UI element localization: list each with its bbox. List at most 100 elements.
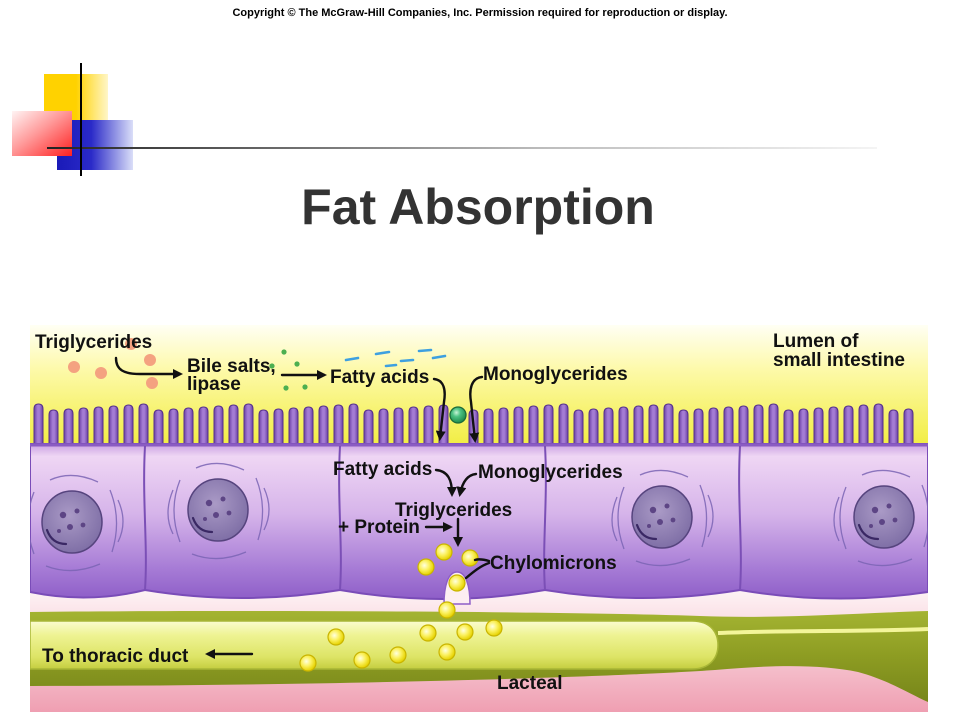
bile-salt-particles <box>269 349 308 391</box>
microvillus <box>768 403 779 453</box>
label-monoglycerides-lumen: Monoglycerides <box>483 364 628 385</box>
copyright-notice: Copyright © The McGraw-Hill Companies, I… <box>232 7 727 19</box>
microvillus <box>423 405 434 453</box>
triglyceride-droplets <box>68 338 158 389</box>
decor-horizontal-line <box>47 147 877 149</box>
lacteal-lumen <box>30 620 719 670</box>
cell-boundary <box>738 445 742 591</box>
chylomicron <box>485 619 503 637</box>
chylomicron <box>461 549 479 567</box>
bile-salt-particle <box>269 363 275 369</box>
microvillus <box>198 406 209 453</box>
microvillus <box>48 409 59 453</box>
chylomicron <box>299 654 317 672</box>
chylomicron <box>435 543 453 561</box>
microvillus <box>498 407 509 453</box>
microvillus <box>618 406 629 453</box>
arrow-fatty-acids-to-triglycerides <box>434 468 457 497</box>
microvillus <box>333 404 344 453</box>
microvillus <box>483 408 494 453</box>
label-fatty-acids-lumen: Fatty acids <box>330 367 429 388</box>
microvillus <box>93 406 104 453</box>
process-arrows <box>114 356 491 659</box>
chylomicron <box>438 601 456 619</box>
microvillus <box>873 403 884 453</box>
microvillus <box>678 409 689 453</box>
label-triglycerides-cell: Triglycerides <box>395 500 512 521</box>
microvillus <box>273 408 284 453</box>
arrow-monoglycerides-to-triglycerides <box>456 472 478 497</box>
chylomicrons <box>299 543 503 672</box>
microvillus <box>648 404 659 453</box>
microvillus <box>558 403 569 453</box>
microvillus <box>813 407 824 453</box>
label-monoglycerides-cell: Monoglycerides <box>478 462 623 483</box>
microvillus <box>828 406 839 453</box>
chylomicron-pointer <box>473 558 491 563</box>
chylomicron <box>419 624 437 642</box>
microvillus <box>843 405 854 453</box>
fatty-acid-molecule <box>399 358 415 363</box>
microvillus <box>393 407 404 453</box>
label-protein: + Protein <box>338 517 420 538</box>
microvillus <box>138 403 149 453</box>
cell-boundary <box>543 445 547 591</box>
microvillus <box>63 408 74 453</box>
bile-salt-particle <box>281 349 287 355</box>
label-chylomicrons: Chylomicrons <box>490 553 617 574</box>
bile-salt-particle <box>302 384 308 390</box>
chylomicron <box>353 651 371 669</box>
microvillus <box>543 404 554 453</box>
microvillus <box>903 408 914 453</box>
microvillus <box>858 404 869 453</box>
microvillus <box>693 408 704 453</box>
chylomicron <box>417 558 435 576</box>
triglyceride-droplet <box>95 367 107 379</box>
chylomicron-pointer <box>464 561 491 580</box>
bile-salt-particle <box>294 361 300 367</box>
microvillus <box>753 404 764 453</box>
bile-salt-particle <box>283 385 289 391</box>
label-bile-salts: Bile salts, <box>187 356 276 377</box>
microvillus <box>573 409 584 453</box>
microvillus <box>258 409 269 453</box>
microvillus <box>603 407 614 453</box>
cell-boundary <box>143 445 147 591</box>
microvillus <box>183 407 194 453</box>
microvillus <box>348 403 359 453</box>
triglyceride-droplet <box>146 377 158 389</box>
microvillus <box>663 403 674 453</box>
microvillus <box>588 408 599 453</box>
triglyceride-droplet <box>144 354 156 366</box>
label-fatty-acids-cell: Fatty acids <box>333 459 432 480</box>
microvillus <box>723 406 734 453</box>
microvillus <box>318 405 329 453</box>
microvillus <box>378 408 389 453</box>
label-lumen-line1: Lumen of <box>773 331 859 352</box>
arrow-fatty-acids-into-cell <box>432 377 446 441</box>
fatty-acid-molecules <box>344 348 447 368</box>
microvillus <box>123 404 134 453</box>
microvillus <box>363 409 374 453</box>
chylomicron <box>327 628 345 646</box>
chylomicron <box>448 574 466 592</box>
fatty-acid-molecule <box>344 356 360 362</box>
microvillus <box>303 406 314 453</box>
microvillus <box>153 409 164 453</box>
chylomicron <box>389 646 407 664</box>
triglyceride-droplet <box>68 361 80 373</box>
slide-decoration <box>12 63 877 176</box>
microvillus <box>408 406 419 453</box>
fatty-acid-molecule <box>417 348 433 353</box>
diagram-labels: Triglycerides Lumen of small intestine B… <box>35 331 905 694</box>
microvillus <box>78 407 89 453</box>
microvillus <box>243 403 254 453</box>
microvillus <box>888 409 899 453</box>
fat-absorption-diagram: Triglycerides Lumen of small intestine B… <box>30 325 928 712</box>
microvillus <box>213 405 224 453</box>
microvillus <box>633 405 644 453</box>
microvillus <box>288 407 299 453</box>
microvillus <box>528 405 539 453</box>
label-lacteal: Lacteal <box>497 673 562 694</box>
label-lipase: lipase <box>187 374 241 395</box>
